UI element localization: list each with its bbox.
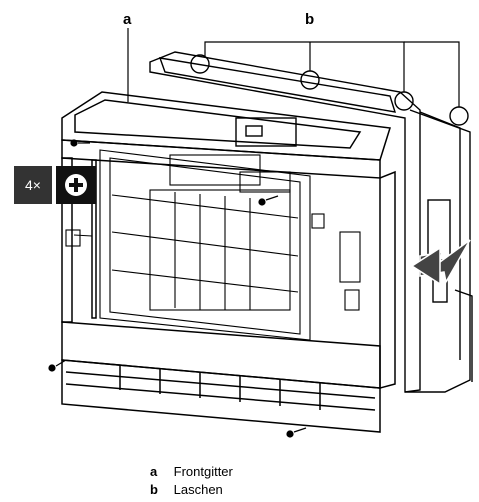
legend-item: a Frontgitter	[150, 463, 233, 481]
inner-grille-frame	[65, 149, 361, 341]
removal-arrow	[410, 239, 471, 286]
screw-count-badge: 4×	[14, 166, 96, 204]
screw-count: 4×	[14, 166, 52, 204]
legend-item: b Laschen	[150, 481, 233, 499]
rear-housing	[149, 51, 473, 393]
legend-key: a	[150, 464, 158, 479]
screw-icon	[48, 359, 67, 372]
plus-screw-icon	[56, 166, 96, 204]
leader-lines	[127, 28, 460, 107]
legend-text: Laschen	[173, 482, 223, 497]
screw-icon	[70, 139, 90, 147]
legend-key: b	[150, 482, 158, 497]
callout-b: b	[305, 11, 314, 28]
front-grille	[61, 91, 396, 433]
callout-a: a	[123, 11, 132, 28]
screw-icon	[258, 195, 279, 206]
screw-icon	[286, 427, 307, 438]
legend-text: Frontgitter	[173, 464, 233, 479]
screws	[48, 139, 307, 438]
legend: a Frontgitter b Laschen	[150, 463, 233, 499]
